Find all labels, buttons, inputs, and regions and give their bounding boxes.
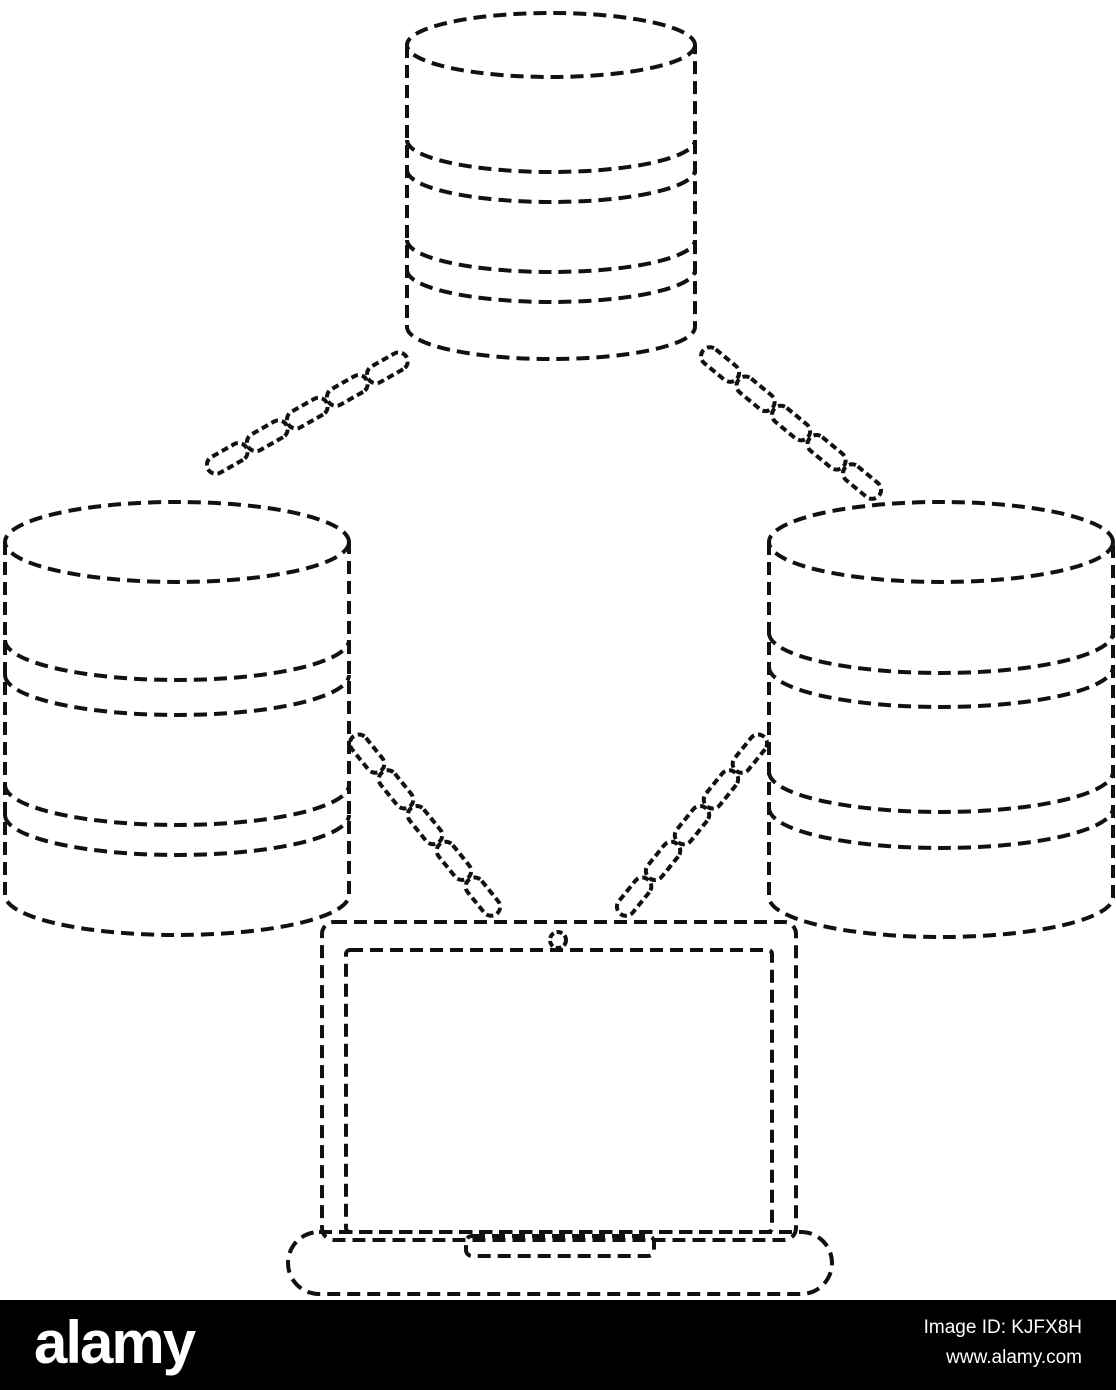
image-id-label: Image ID: KJFX8H <box>923 1317 1082 1338</box>
footer-bar: alamy Image ID: KJFX8H www.alamy.com <box>0 1300 1116 1390</box>
connection-top-left <box>204 350 410 476</box>
site-url: www.alamy.com <box>946 1347 1082 1368</box>
alamy-logo: alamy <box>34 1309 196 1376</box>
connection-right-laptop <box>614 732 770 918</box>
connection-left-laptop <box>347 732 503 918</box>
connection-top-right <box>699 345 884 501</box>
database-top-icon <box>405 11 697 361</box>
database-left-icon <box>3 500 351 937</box>
laptop-icon <box>286 920 834 1296</box>
network-diagram <box>3 11 1115 1296</box>
database-right-icon <box>767 500 1115 939</box>
